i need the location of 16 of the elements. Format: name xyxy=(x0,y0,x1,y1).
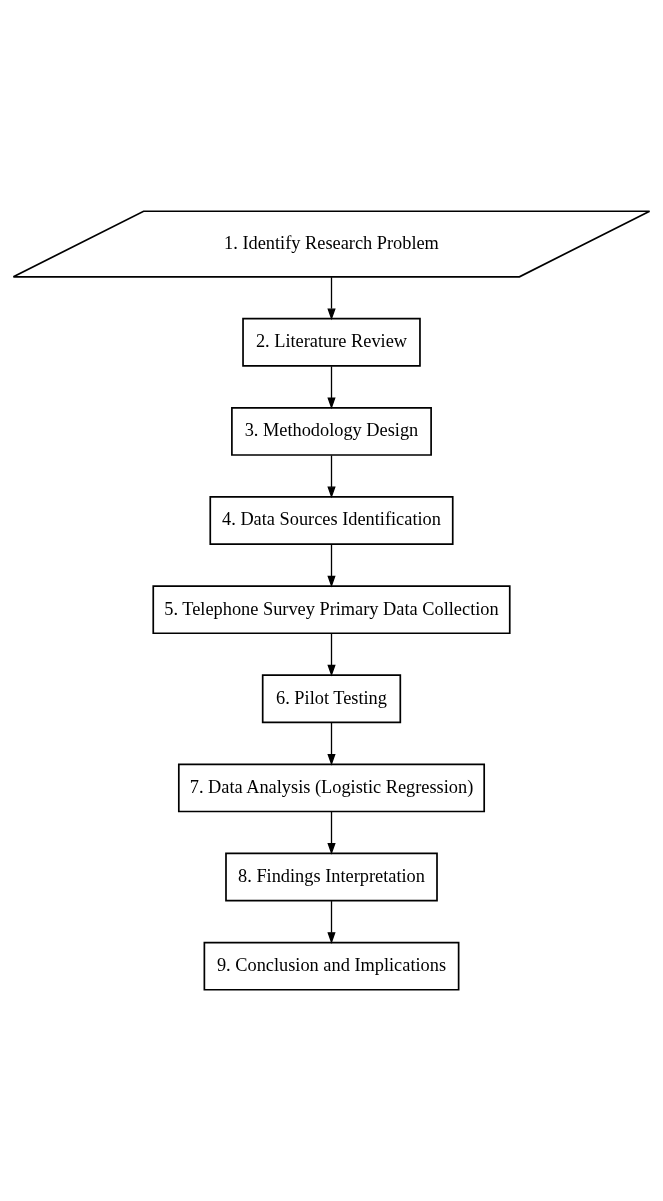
arrow xyxy=(327,365,336,410)
node-box: 5. Telephone Survey Primary Data Collection xyxy=(152,585,511,635)
node-box: 9. Conclusion and Implications xyxy=(203,941,460,991)
arrow xyxy=(327,900,336,944)
node-box: 3. Methodology Design xyxy=(231,407,432,456)
arrow xyxy=(327,543,336,588)
node-box: 7. Data Analysis (Logistic Regression) xyxy=(177,763,486,813)
node-box: 8. Findings Interpretation xyxy=(225,852,438,902)
arrow xyxy=(327,811,336,855)
arrow xyxy=(327,633,336,677)
node-box: 4. Data Sources Identification xyxy=(209,496,454,545)
node-box: 2. Literature Review xyxy=(242,317,421,367)
node-box: 6. Pilot Testing xyxy=(261,674,402,724)
arrow xyxy=(327,454,336,499)
arrow xyxy=(327,276,336,321)
arrow xyxy=(327,722,336,766)
